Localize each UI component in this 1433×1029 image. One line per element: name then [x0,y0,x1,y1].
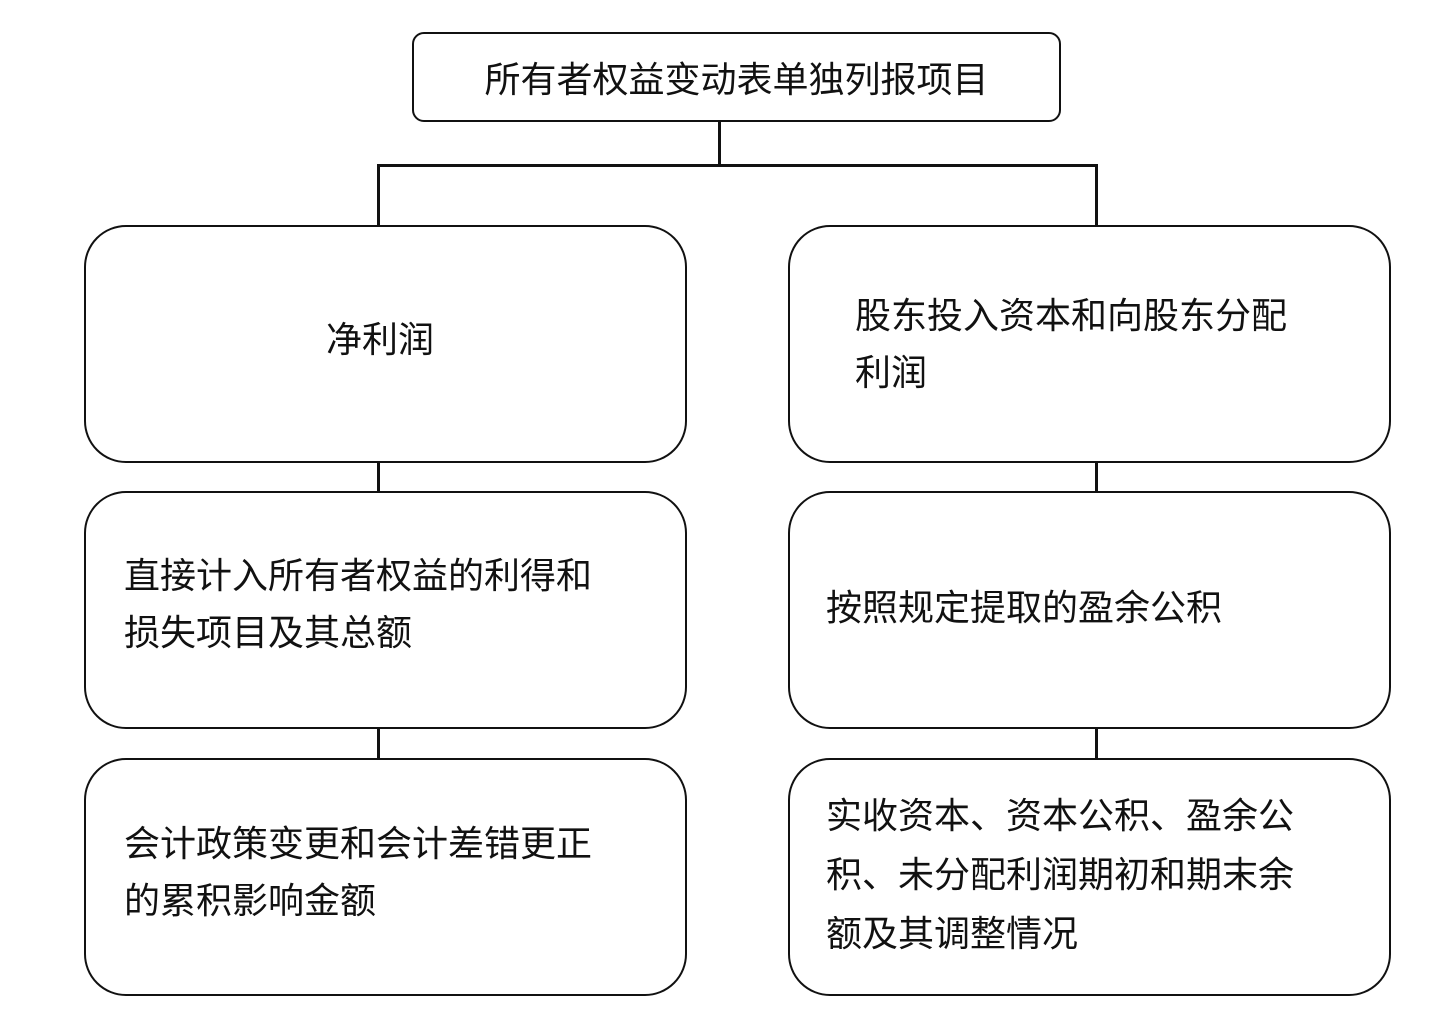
connector-left-2-3 [377,726,380,759]
connector-right-1-2 [1095,461,1098,492]
connector-right-2-3 [1095,726,1098,759]
right-node-label: 股东投入资本和向股东分配 利润 [855,296,1288,394]
connector-root-down [718,121,721,166]
left-node-label: 净利润 [326,320,435,361]
left-node-cumulative-effect: 会计政策变更和会计差错更正 的累积影响金额 [84,758,687,996]
right-node-balances: 实收资本、资本公积、盈余公 积、未分配利润期初和期末余 额及其调整情况 [788,758,1391,996]
right-node-shareholder-capital: 股东投入资本和向股东分配 利润 [788,225,1391,463]
left-node-net-profit: 净利润 [84,225,687,463]
right-node-label: 实收资本、资本公积、盈余公 积、未分配利润期初和期末余 额及其调整情况 [826,796,1295,955]
right-node-surplus-reserve: 按照规定提取的盈余公积 [788,491,1391,729]
left-node-label: 会计政策变更和会计差错更正 的累积影响金额 [124,824,593,922]
connector-left-down [377,164,380,226]
root-node: 所有者权益变动表单独列报项目 [412,32,1061,122]
connector-left-1-2 [377,461,380,492]
left-node-label: 直接计入所有者权益的利得和 损失项目及其总额 [124,556,593,654]
connector-right-down [1095,164,1098,226]
right-node-label: 按照规定提取的盈余公积 [826,588,1223,629]
left-node-gains-losses: 直接计入所有者权益的利得和 损失项目及其总额 [84,491,687,729]
root-label: 所有者权益变动表单独列报项目 [484,60,989,101]
connector-horizontal [377,164,1097,167]
